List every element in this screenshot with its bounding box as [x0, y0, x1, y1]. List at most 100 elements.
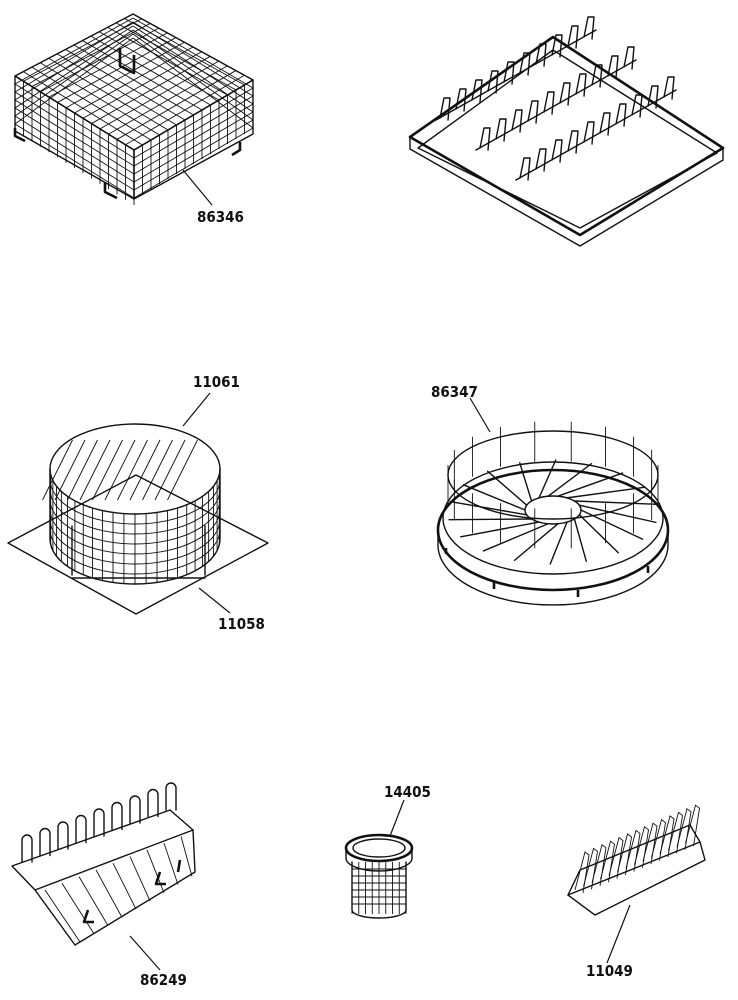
wire-line — [167, 439, 198, 501]
wire-line — [460, 521, 540, 538]
comb-finger — [93, 808, 105, 837]
rack-tine — [668, 811, 683, 854]
comb-finger — [129, 795, 141, 824]
rack-tine — [663, 76, 675, 100]
part-label-86249: 86249 — [140, 971, 187, 989]
rack-tine — [647, 85, 659, 109]
rack-tine — [551, 139, 563, 163]
rack-tine — [503, 61, 515, 85]
rack-tine — [535, 43, 547, 67]
rack-tine — [631, 94, 643, 118]
part-label-14405: 14405 — [384, 783, 431, 801]
wire-line — [14, 17, 134, 85]
rack-tine — [567, 130, 579, 154]
rack-tine — [495, 118, 507, 142]
leader-11049 — [606, 904, 631, 964]
wire-line — [90, 35, 211, 106]
rack-tine — [527, 100, 539, 124]
rack-tine — [559, 82, 571, 106]
rack-tine — [511, 109, 523, 133]
comb-finger — [75, 814, 87, 844]
wire-line — [486, 470, 528, 506]
leader-11058 — [198, 587, 231, 614]
wire-line — [14, 25, 134, 101]
small-plate-rack — [567, 804, 706, 916]
rack-tine — [535, 148, 547, 172]
wire-line — [95, 869, 123, 918]
wire-line — [132, 33, 254, 121]
rack-tine — [685, 804, 700, 847]
rack-tine — [600, 840, 615, 883]
wire-line — [54, 439, 86, 501]
rack-tine — [567, 25, 579, 49]
leader-86347 — [469, 397, 491, 433]
round-wire-basket — [42, 423, 221, 585]
wire-line — [61, 883, 95, 935]
wire-line — [515, 89, 677, 181]
wire-line — [449, 500, 528, 516]
rack-tine — [615, 103, 627, 127]
wire-line — [475, 59, 637, 151]
wire-line — [578, 514, 620, 554]
wire-line — [112, 862, 137, 910]
rack-tine — [634, 826, 649, 868]
wire-line — [578, 504, 657, 524]
wire-line — [549, 521, 568, 565]
square-wire-basket — [13, 13, 254, 205]
wire-line — [104, 439, 136, 501]
rack-tine — [617, 833, 632, 876]
wire-line — [124, 18, 245, 86]
wire-line — [67, 439, 98, 501]
wire-line — [557, 472, 624, 497]
part-label-11061: 11061 — [193, 373, 240, 391]
rack-tine — [471, 79, 483, 103]
basket-ring — [49, 528, 221, 575]
part-label-11049: 11049 — [586, 962, 633, 980]
rack-tine — [659, 815, 675, 858]
wire-line — [115, 22, 237, 91]
basket-ring — [49, 478, 221, 525]
rack-tine — [575, 73, 587, 97]
rack-tine — [583, 16, 595, 40]
basket-ring — [49, 498, 221, 545]
plate-rack — [408, 16, 725, 247]
wire-line — [163, 842, 179, 885]
rack-tine — [623, 46, 635, 70]
rack-tine — [574, 851, 590, 894]
rack-tine — [591, 844, 607, 886]
wire-line — [547, 462, 593, 497]
wire-line — [573, 518, 587, 563]
wire-line — [44, 889, 81, 943]
rack-tine — [607, 55, 619, 79]
rack-tine — [591, 64, 603, 88]
leader-86346 — [182, 169, 213, 206]
rack-tine — [625, 829, 641, 872]
comb-finger — [21, 834, 33, 863]
rack-tine — [608, 836, 624, 879]
wire-line — [129, 856, 151, 902]
wire-line — [125, 74, 245, 146]
wire-line — [132, 13, 254, 81]
rack-tine — [439, 97, 451, 121]
wire-line — [99, 31, 220, 101]
wire-line — [117, 439, 148, 501]
part-label-86347: 86347 — [431, 383, 478, 401]
rack-tine — [519, 52, 531, 76]
wire-line — [435, 29, 597, 121]
wire-line — [132, 17, 254, 89]
leader-14405 — [389, 799, 405, 837]
comb-finger — [111, 801, 123, 831]
wire-line — [573, 500, 658, 506]
wire-line — [14, 33, 134, 117]
part-label-86346: 86346 — [197, 208, 244, 226]
wire-line — [462, 484, 526, 511]
wire-line — [519, 461, 533, 502]
leader-86249 — [129, 935, 161, 971]
wire-line — [129, 439, 161, 501]
wire-line — [42, 439, 73, 501]
wire-line — [73, 44, 194, 116]
basket-ring — [49, 488, 221, 535]
wire-line — [180, 836, 193, 877]
wire-line — [580, 509, 644, 540]
